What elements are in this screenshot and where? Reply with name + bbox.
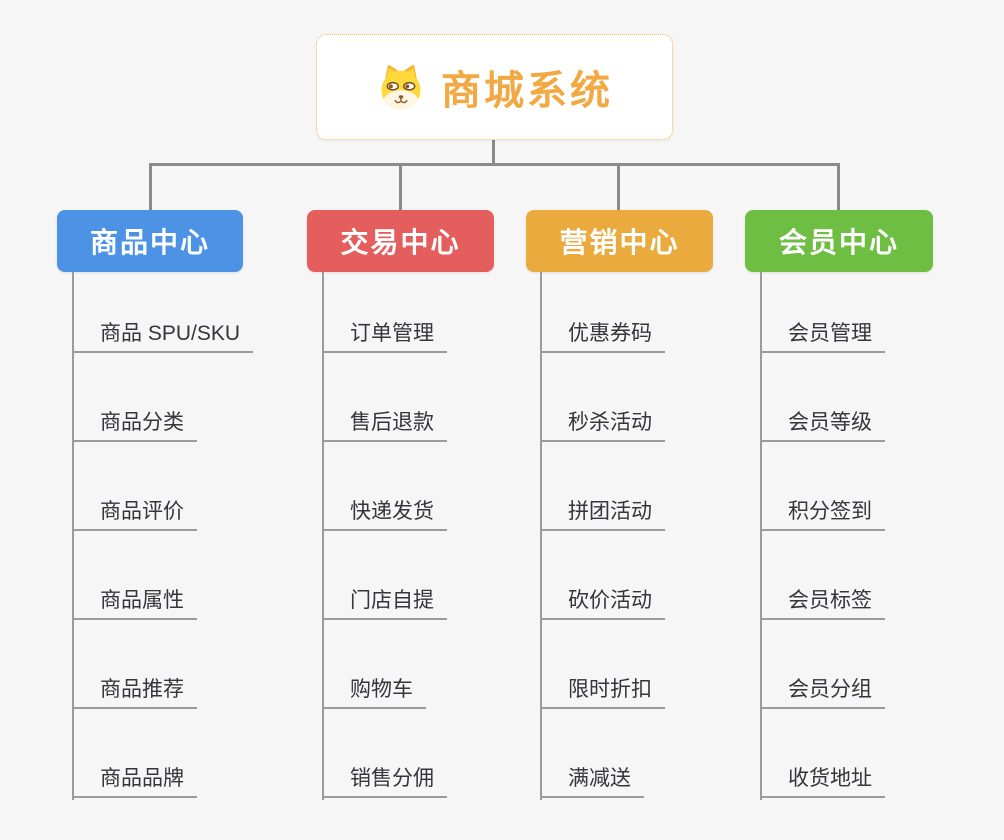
leaf-topic[interactable]: 砍价活动 (540, 584, 665, 620)
leaf-topic[interactable]: 购物车 (322, 673, 426, 709)
leaf-topic[interactable]: 拼团活动 (540, 495, 665, 531)
leaf-topic[interactable]: 售后退款 (322, 406, 447, 442)
leaf-topic[interactable]: 商品品牌 (72, 762, 197, 798)
dog-face-icon (381, 65, 421, 110)
leaf-topic[interactable]: 会员等级 (760, 406, 885, 442)
branch-product-center[interactable]: 商品中心 (57, 210, 243, 272)
leaf-topic[interactable]: 商品分类 (72, 406, 197, 442)
leaf-topic[interactable]: 商品评价 (72, 495, 197, 531)
connector-drop-branch1 (149, 163, 152, 210)
leaf-topic[interactable]: 积分签到 (760, 495, 885, 531)
leaf-topic[interactable]: 订单管理 (322, 317, 447, 353)
connector-drop-branch4 (837, 163, 840, 210)
branch-label: 交易中心 (340, 227, 461, 258)
leaf-topic[interactable]: 秒杀活动 (540, 406, 665, 442)
leaf-topic[interactable]: 优惠券码 (540, 317, 665, 353)
connector-drop-branch2 (399, 163, 402, 210)
leaf-topic[interactable]: 商品推荐 (72, 673, 197, 709)
branch-trade-center[interactable]: 交易中心 (307, 210, 494, 272)
connector-root-stem (492, 139, 495, 165)
leaf-topic[interactable]: 销售分佣 (322, 762, 447, 798)
leaf-topic[interactable]: 门店自提 (322, 584, 447, 620)
leaf-topic[interactable]: 会员分组 (760, 673, 885, 709)
leaf-topic[interactable]: 商品 SPU/SKU (72, 317, 254, 353)
root-topic-label: 商城系统 (441, 69, 613, 113)
branch-label: 营销中心 (559, 227, 680, 258)
leaf-topic[interactable]: 快递发货 (322, 495, 447, 531)
branch-marketing-center[interactable]: 营销中心 (526, 210, 713, 272)
leaf-topic[interactable]: 会员标签 (760, 584, 885, 620)
leaf-topic[interactable]: 满减送 (540, 762, 644, 798)
leaf-topic[interactable]: 限时折扣 (540, 673, 665, 709)
branch-label: 商品中心 (89, 227, 210, 258)
root-topic[interactable]: 商城系统 (316, 34, 673, 140)
connector-drop-branch3 (617, 163, 620, 210)
leaf-topic[interactable]: 商品属性 (72, 584, 197, 620)
leaf-topic[interactable]: 收货地址 (760, 762, 885, 798)
branch-label: 会员中心 (778, 227, 899, 258)
connector-bus (149, 163, 840, 166)
branch-member-center[interactable]: 会员中心 (745, 210, 933, 272)
leaf-topic[interactable]: 会员管理 (760, 317, 885, 353)
